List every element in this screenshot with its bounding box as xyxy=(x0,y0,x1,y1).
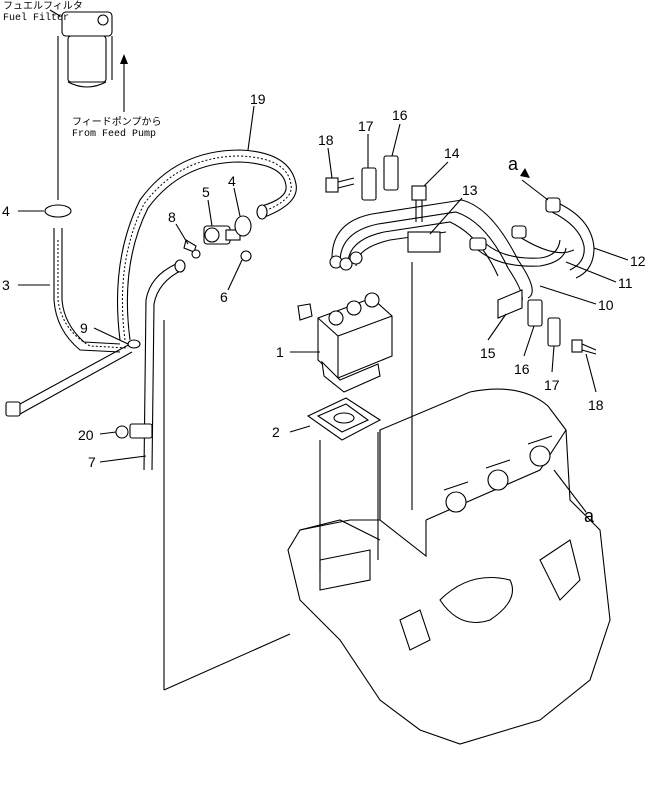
gasket-part-2 xyxy=(306,397,382,441)
fuel-filter xyxy=(49,9,113,200)
callout-16-top: 16 xyxy=(392,107,408,123)
callout-12: 12 xyxy=(630,253,646,269)
leader-lines xyxy=(18,105,629,513)
fuel-filter-label-en: Fuel Filter xyxy=(3,12,69,24)
callout-6: 6 xyxy=(220,289,228,305)
pipe-part-7 xyxy=(143,259,291,691)
pipe-part-3 xyxy=(53,228,129,353)
callout-18-top: 18 xyxy=(318,132,334,148)
washer-part-4-right xyxy=(234,215,252,237)
callout-17-top: 17 xyxy=(358,118,374,134)
injection-pump-part-1 xyxy=(297,292,393,393)
callout-18-bottom: 18 xyxy=(588,397,604,413)
callout-16-bottom: 16 xyxy=(514,361,530,377)
callout-7: 7 xyxy=(88,454,96,470)
banjo-fitting-part-5 xyxy=(203,225,241,245)
bracket-part-17-right xyxy=(547,317,561,347)
clip-part-8 xyxy=(183,239,201,259)
bolt-part-9 xyxy=(5,339,141,417)
hose-part-19 xyxy=(116,149,297,341)
plate-part-16-left xyxy=(383,155,399,191)
callout-19: 19 xyxy=(250,91,266,107)
feed-pump-label-en: From Feed Pump xyxy=(72,128,156,140)
fuel-filter-label-jp: フュエルフィルタ xyxy=(3,0,83,13)
engine-block xyxy=(287,388,611,745)
callouts: 4 3 9 20 7 19 8 5 4 6 1 2 18 17 16 14 13… xyxy=(2,91,646,526)
view-marker-a-bottom: a xyxy=(584,506,595,526)
bracket-part-17-left xyxy=(361,167,377,201)
callout-9: 9 xyxy=(80,320,88,336)
callout-5: 5 xyxy=(202,184,210,200)
bolt-part-18-left xyxy=(325,177,355,193)
callout-13: 13 xyxy=(462,182,478,198)
callout-3: 3 xyxy=(2,277,10,293)
injection-lines xyxy=(329,197,595,305)
feed-pump-arrow xyxy=(111,36,128,112)
bolt-part-18-right xyxy=(571,339,597,355)
clamp-part-20 xyxy=(115,423,153,439)
feed-pump-label-jp: フィードポンプから xyxy=(72,116,162,129)
clamp-part-4-left xyxy=(44,204,72,218)
callout-14: 14 xyxy=(444,145,460,161)
callout-17-bottom: 17 xyxy=(544,377,560,393)
washer-part-6 xyxy=(240,250,252,262)
callout-1: 1 xyxy=(276,344,284,360)
clamp-part-15 xyxy=(497,289,523,319)
callout-11: 11 xyxy=(618,275,633,291)
plate-part-16-right xyxy=(527,299,543,327)
bolt-part-14 xyxy=(411,185,427,222)
callout-20: 20 xyxy=(78,427,94,443)
callout-2: 2 xyxy=(272,424,280,440)
callout-4-left: 4 xyxy=(2,203,10,219)
callout-10: 10 xyxy=(598,297,614,313)
view-marker-a-top: a xyxy=(508,154,519,174)
callout-15: 15 xyxy=(480,345,496,361)
callout-8: 8 xyxy=(168,209,176,225)
callout-4-right: 4 xyxy=(228,173,236,189)
